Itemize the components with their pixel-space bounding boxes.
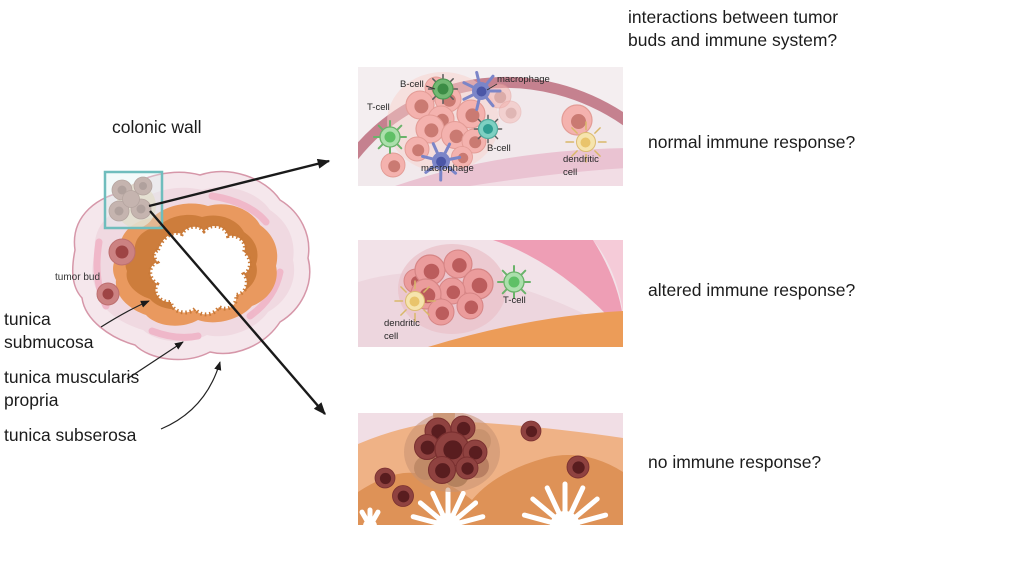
panel-normal-immune (358, 67, 623, 186)
dendritic-cell-label: dendritic cell (563, 154, 599, 178)
b-cell-label: B-cell (487, 143, 511, 154)
dendritic-cell-icon (565, 121, 607, 163)
tumor-cell (380, 152, 406, 178)
t-cell-label: T-cell (503, 295, 526, 306)
panel-no-immune (358, 413, 623, 525)
macrophage-icon (414, 134, 469, 186)
tumor-bud-cell (566, 455, 590, 479)
tumor-bud-cell (108, 238, 136, 266)
tumor-bud-cell (96, 282, 120, 306)
t-cell-icon (373, 120, 407, 154)
panel-question-altered: altered immune response? (648, 280, 856, 300)
tumor-bud-cell (520, 420, 542, 442)
tunica-muscularis-label: tunica muscularis propria (4, 367, 140, 410)
submucosa-arc (428, 311, 623, 347)
tumor-bud-label: tumor bud (55, 272, 101, 283)
colonic-wall-title: colonic wall (112, 117, 202, 137)
macrophage-label-line (486, 83, 498, 91)
b-cell-icon (473, 114, 503, 144)
macrophage-label: macrophage (421, 163, 474, 174)
tunica-subserosa-label: tunica subserosa (4, 425, 137, 445)
highlight-box-rect (103, 170, 164, 230)
subserosa-arrow (160, 361, 222, 430)
teal-highlight-box (103, 170, 164, 230)
figure-question-heading: interactions between tumor buds and immu… (628, 7, 839, 50)
panel-question-none: no immune response? (648, 452, 822, 472)
muscularis-arrow (126, 341, 184, 380)
muscularis-stripe (493, 240, 623, 332)
tumor-bud-cell (391, 484, 415, 508)
panel-altered-immune (358, 240, 623, 347)
macrophage-label: macrophage (497, 74, 550, 85)
b-cell-icon (427, 73, 459, 105)
b-cell-label-line (425, 85, 436, 90)
b-cell-label: B-cell (400, 79, 424, 90)
dendritic-cell-label: dendritic cell (384, 318, 420, 342)
tumor-bud-cell (374, 467, 396, 489)
colon-cross-section (71, 170, 311, 430)
tunica-submucosa-label: tunica submucosa (4, 309, 94, 352)
macrophage-icon (462, 71, 502, 111)
crypt-fans (359, 481, 609, 525)
panel-question-normal: normal immune response? (648, 132, 856, 152)
t-cell-label: T-cell (367, 102, 390, 113)
dendritic-cell-icon (394, 280, 436, 322)
tumor-bud-cells-gray (108, 176, 153, 222)
arrow-to-no-response-panel (149, 210, 326, 415)
submucosa-arrow (100, 300, 150, 328)
arrow-to-normal-panel (148, 158, 331, 208)
t-cell-icon (497, 265, 531, 299)
tumor-cell (561, 104, 593, 136)
